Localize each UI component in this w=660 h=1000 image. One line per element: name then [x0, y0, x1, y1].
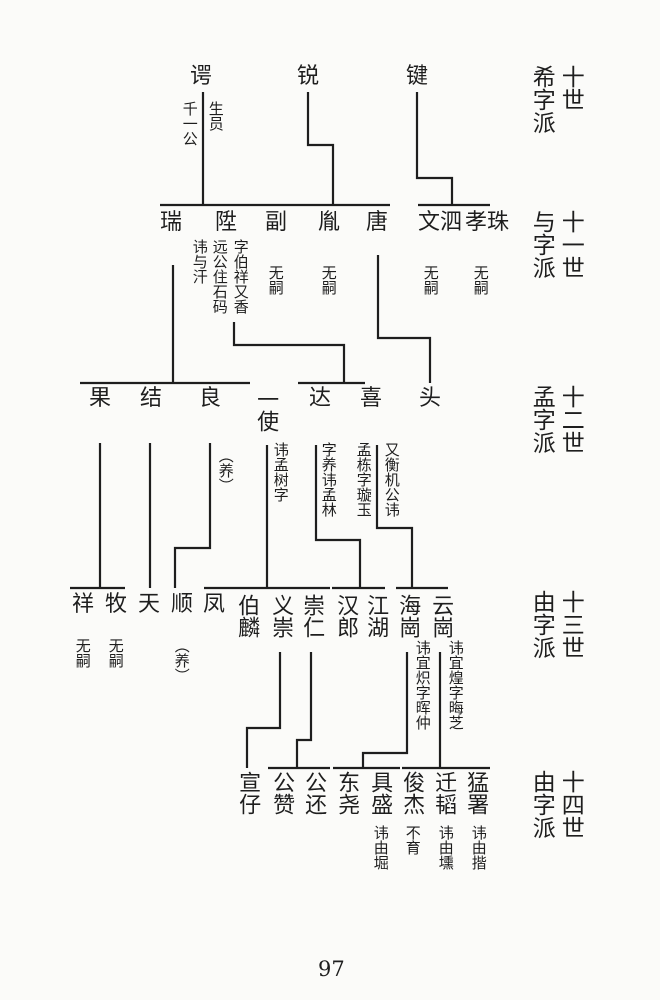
person-note: （养） [216, 448, 235, 493]
person-name: 键 [406, 64, 429, 89]
person-name: 唐 [366, 210, 389, 235]
line-haigang-drop [361, 652, 409, 768]
person-name: 伯麟 [234, 594, 260, 638]
person-note: 讳由堀 [371, 825, 390, 870]
person-title: 生员 [206, 101, 225, 131]
branch-label: 与字派 [528, 210, 555, 279]
person-name: 汉郎 [333, 594, 359, 638]
line-liang-to-shun [173, 443, 212, 588]
person-note: 无嗣 [319, 265, 338, 295]
person-note: 不育 [403, 825, 422, 855]
person-note: 无嗣 [73, 638, 92, 668]
generation-label: 十一世 [557, 210, 584, 279]
line-zhi-to-da [232, 322, 346, 383]
line-rui-drop [306, 92, 335, 205]
person-name: 锐 [297, 64, 320, 89]
person-name: 副 [265, 210, 288, 235]
person-name: 果 [89, 386, 112, 411]
person-note: 千一公 [180, 101, 199, 146]
page-number: 97 [318, 957, 345, 981]
person-name: 天 [138, 592, 161, 617]
person-name: 凤 [203, 592, 226, 617]
person-note: 讳宜煌字晦芝 [446, 640, 465, 730]
person-note: 又衡机公讳 [382, 442, 401, 517]
person-name: 达 [309, 386, 332, 411]
person-name: 牧 [105, 592, 128, 617]
line-yichong-drop [245, 652, 282, 768]
person-name: 东尧 [334, 771, 360, 815]
line-chongren-drop [295, 652, 313, 768]
person-name: 具盛 [367, 771, 393, 815]
person-name: 云崗 [428, 594, 454, 638]
generation-label: 十四世 [557, 770, 584, 839]
person-name: 一使 [253, 388, 279, 432]
person-name: 宣仔 [235, 771, 261, 815]
person-name: 良 [199, 386, 222, 411]
generation-label: 十世 [557, 65, 584, 111]
person-note: （养） [172, 638, 191, 683]
person-note: 字养讳孟林 [319, 442, 338, 517]
branch-label: 希字派 [528, 65, 555, 134]
person-name: 文泗 [418, 210, 463, 235]
person-note: 讳宜炽字晖仲 [413, 640, 432, 730]
person-name: 俊杰 [399, 771, 425, 815]
person-note: 远公住石码 [210, 239, 229, 314]
person-note: 无嗣 [421, 265, 440, 295]
branch-label: 由字派 [528, 590, 555, 659]
person-name: 公还 [301, 771, 327, 815]
person-note: 讳孟树字 [271, 442, 290, 502]
branch-label: 孟字派 [528, 385, 555, 454]
person-name: 结 [140, 386, 163, 411]
person-name: 孝珠 [465, 210, 510, 235]
person-note: 无嗣 [106, 638, 125, 668]
person-name: 喜 [360, 386, 383, 411]
person-name: 公赞 [269, 771, 295, 815]
person-name: 头 [419, 386, 442, 411]
person-note: 无嗣 [266, 265, 285, 295]
person-name: 迁韬 [431, 771, 457, 815]
line-tang-to-tou [376, 255, 432, 383]
person-name: 江湖 [363, 594, 389, 638]
person-note: 讳由揩 [469, 825, 488, 870]
person-name: 义崇 [268, 594, 294, 638]
line-da-drop [314, 445, 362, 588]
person-name: 猛署 [463, 771, 489, 815]
person-name: 顺 [171, 592, 194, 617]
person-name: 祥 [72, 592, 95, 617]
generation-label: 十二世 [557, 385, 584, 454]
person-note: 无嗣 [471, 265, 490, 295]
person-name: 海崗 [395, 594, 421, 638]
line-tou-drop [375, 445, 414, 588]
person-name: 胤 [318, 210, 341, 235]
generation-label: 十三世 [557, 590, 584, 659]
line-jian-drop [415, 92, 454, 205]
branch-label: 由字派 [528, 770, 555, 839]
person-name: 崇仁 [299, 594, 325, 638]
person-note: 字伯祥又香 [231, 239, 250, 314]
person-name: 瑞 [160, 210, 183, 235]
person-note: 讳由壎 [436, 825, 455, 870]
person-name: 谔 [190, 64, 213, 89]
person-note: 讳与汗 [190, 239, 209, 284]
person-name: 陞 [215, 210, 238, 235]
person-note: 孟栋字璇玉 [354, 442, 373, 517]
